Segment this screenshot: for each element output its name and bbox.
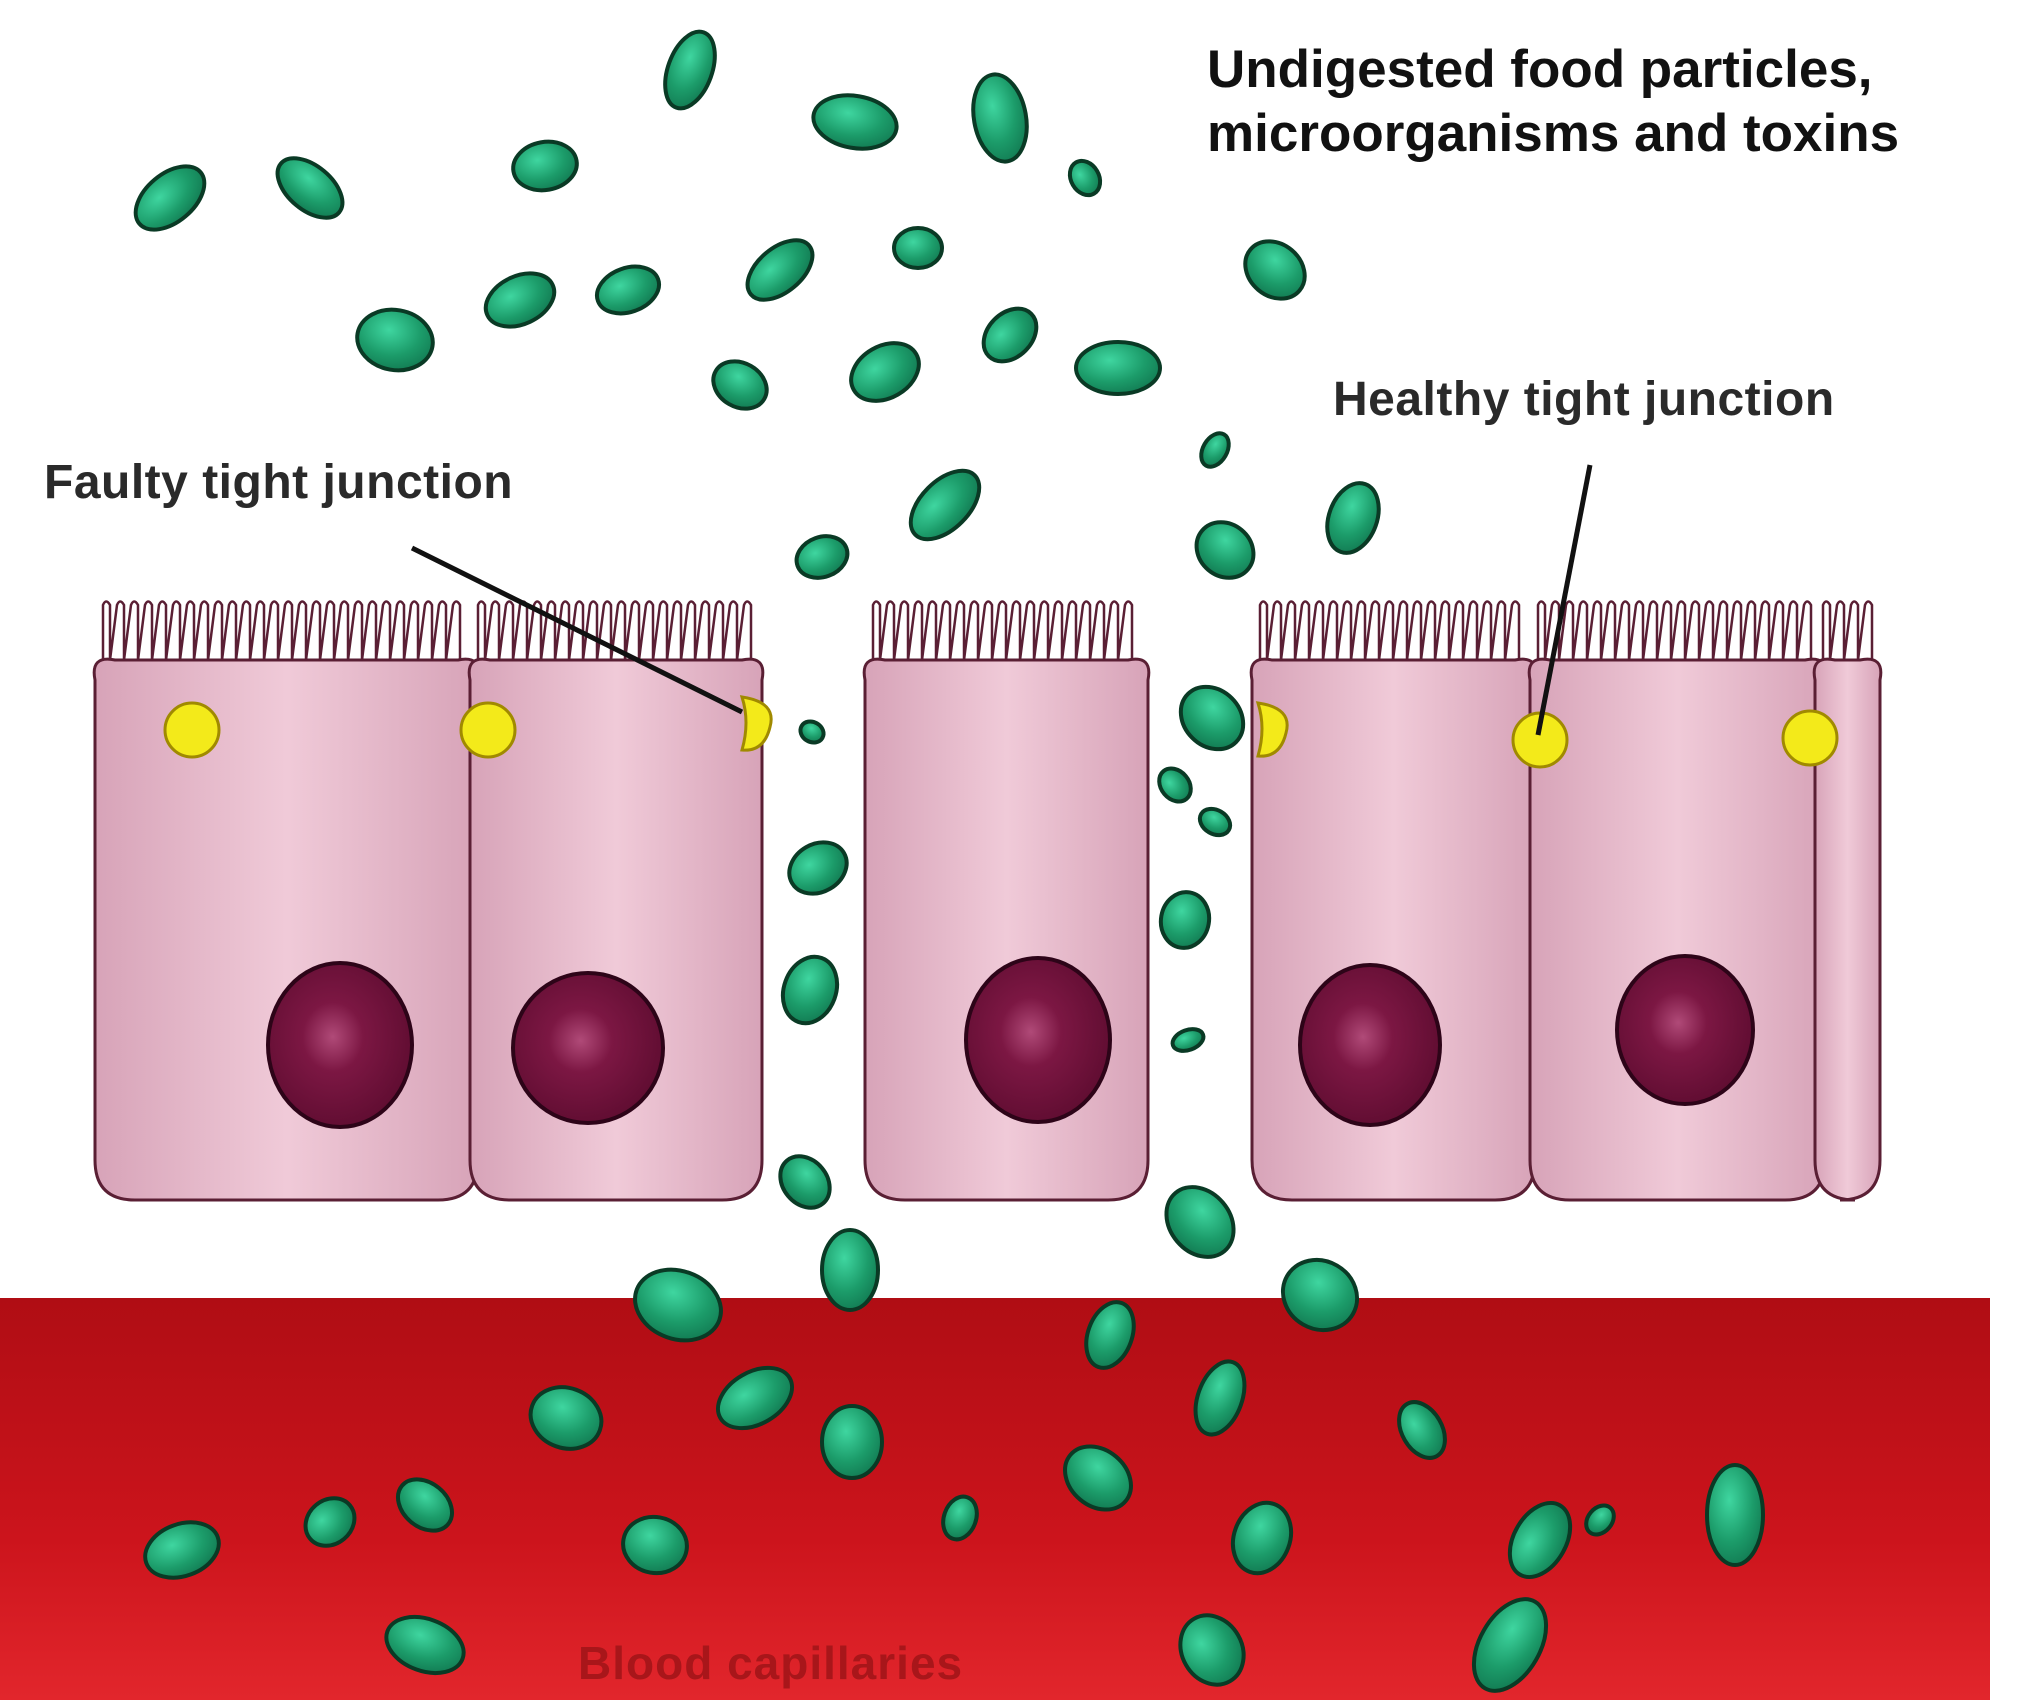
particle [981, 306, 1039, 364]
faulty-junction-label: Faulty tight junction [44, 456, 514, 509]
particle [811, 93, 899, 151]
cell-nucleus [1298, 963, 1442, 1127]
particle [1178, 684, 1246, 752]
particle [778, 1154, 832, 1210]
particle [1193, 1359, 1247, 1437]
particle [1507, 1501, 1573, 1579]
particle [621, 1514, 689, 1576]
particle [633, 1267, 723, 1343]
particle [971, 72, 1029, 164]
particle [1164, 1185, 1236, 1259]
particle [941, 1494, 979, 1542]
blood-capillary-band [0, 1298, 1990, 1700]
microvilli [1821, 600, 1874, 661]
tight-junction-healthy [163, 701, 221, 759]
particle [133, 164, 207, 232]
particle [355, 307, 435, 373]
particle [1243, 239, 1307, 301]
tight-junction-faulty [739, 695, 773, 752]
particle [384, 1614, 466, 1676]
tight-junction-healthy [1781, 709, 1839, 767]
particle [275, 156, 345, 220]
particle [396, 1477, 454, 1533]
cell-body [1812, 657, 1883, 1202]
particle [1230, 1500, 1294, 1576]
particle [1084, 1300, 1136, 1370]
particle [892, 226, 944, 270]
particle [745, 238, 815, 302]
microvilli [101, 600, 462, 661]
cell-body [92, 657, 481, 1202]
particle [794, 534, 850, 580]
particle [711, 359, 769, 411]
particle [1063, 1444, 1133, 1512]
particle [1280, 1257, 1360, 1333]
cell-nucleus [1615, 954, 1755, 1106]
particle [1158, 890, 1212, 950]
particle [511, 139, 579, 193]
healthy-junction-pointer [1535, 464, 1593, 736]
epithelial-cell [1249, 600, 1538, 1202]
particle [483, 271, 557, 329]
particle [820, 1404, 884, 1480]
particles-label-line-2: microorganisms and toxins [1207, 104, 1900, 163]
microvilli [871, 600, 1134, 661]
particle [1194, 520, 1256, 580]
particle [849, 341, 921, 403]
epithelial-cell [1527, 600, 1828, 1202]
particle [143, 1520, 221, 1580]
particle [1584, 1503, 1616, 1537]
cell-body [862, 657, 1151, 1202]
particles-label-line-1: Undigested food particles, [1207, 40, 1873, 99]
particle [1199, 431, 1231, 469]
faulty-junction-pointer [410, 545, 744, 715]
cell-nucleus [511, 971, 665, 1125]
particle [787, 840, 849, 896]
tight-junction-faulty [1255, 701, 1289, 758]
epithelial-cell [92, 600, 481, 1202]
microvilli [1258, 600, 1521, 661]
particle [780, 954, 840, 1026]
particle [798, 719, 826, 745]
particles-label: Undigested food particles, microorganism… [1207, 38, 1899, 166]
particle [1067, 158, 1103, 198]
particle [1397, 1400, 1447, 1460]
particle [663, 29, 717, 111]
blood-capillaries-label: Blood capillaries [578, 1637, 964, 1689]
particle [1197, 806, 1233, 838]
particle-layer [133, 29, 1765, 1693]
healthy-junction-label: Healthy tight junction [1333, 373, 1835, 426]
cell-nucleus [964, 956, 1112, 1124]
tight-junction-healthy [459, 701, 517, 759]
particle [1471, 1597, 1549, 1693]
particle [908, 468, 982, 542]
epithelial-cell [1812, 600, 1883, 1202]
cell-body [1527, 657, 1828, 1202]
epithelial-cell-layer [92, 600, 1883, 1202]
particle [1178, 1613, 1246, 1687]
epithelial-cell [467, 600, 765, 1202]
particle [1325, 481, 1381, 555]
particle [716, 1365, 794, 1431]
particle [1705, 1463, 1765, 1567]
epithelial-cell [862, 600, 1151, 1202]
particle [820, 1228, 880, 1312]
microvilli [1536, 600, 1813, 661]
particle [1157, 766, 1193, 804]
particle [1170, 1027, 1206, 1053]
particle [595, 264, 661, 316]
particle [1074, 340, 1162, 396]
cell-nucleus [266, 961, 414, 1129]
particle [303, 1496, 357, 1548]
particle [528, 1385, 604, 1451]
